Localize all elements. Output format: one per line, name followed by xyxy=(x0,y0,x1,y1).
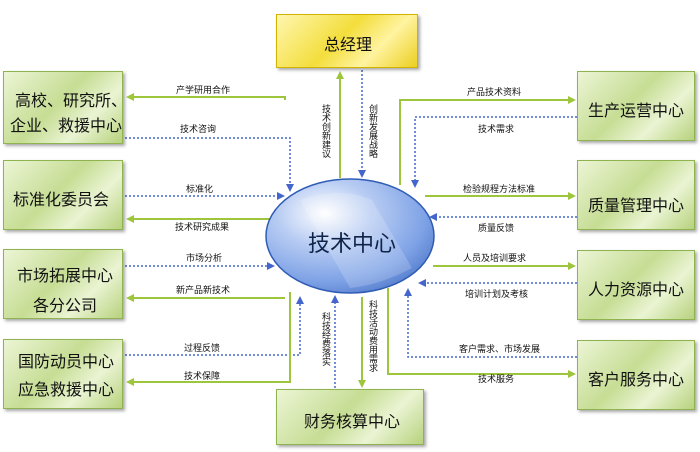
arrow-process-feedback xyxy=(125,296,304,356)
hr-box: 人力资源中心 xyxy=(577,250,695,320)
arrow-tech-demand xyxy=(411,116,577,188)
quality-box: 质量管理中心 xyxy=(577,160,695,230)
center-ellipse xyxy=(265,178,435,294)
universities-box: 高校、研究所、 企业、救援中心 xyxy=(3,71,127,144)
arrow-product-tech-data xyxy=(399,96,576,185)
label-new-product-tech: 新产品新技术 xyxy=(176,286,231,296)
arrow-tech-support xyxy=(126,292,291,386)
finance-label: 财务核算中心 xyxy=(304,412,401,431)
hr-label: 人力资源中心 xyxy=(588,280,685,299)
label-process-feedback: 过程反馈 xyxy=(184,344,221,354)
label-inspection-std: 检验规程方法标准 xyxy=(463,185,536,195)
label-tech-consult: 技术咨询 xyxy=(180,125,217,135)
production-box: 生产运营中心 xyxy=(577,71,695,141)
universities-line2: 企业、救援中心 xyxy=(10,116,123,135)
universities-line1: 高校、研究所、 xyxy=(15,91,128,110)
label-market-analysis: 市场分析 xyxy=(186,254,223,264)
label-innovation-suggestion: 技术创新建议 xyxy=(320,104,330,158)
market-line1: 市场拓展中心 xyxy=(17,266,114,285)
arrow-tech-service xyxy=(387,288,576,378)
label-standardization: 标准化 xyxy=(186,185,214,195)
arrow-tech-consult xyxy=(125,137,294,192)
label-quality-feedback: 质量反馈 xyxy=(478,224,515,234)
standardization-box: 标准化委员会 xyxy=(3,160,123,230)
defense-box: 国防动员中心 应急救援中心 xyxy=(3,339,123,409)
market-box: 市场拓展中心 各分公司 xyxy=(3,249,123,319)
label-research-results: 技术研究成果 xyxy=(175,223,230,233)
ellipse-highlight xyxy=(300,193,412,288)
standardization-label: 标准化委员会 xyxy=(13,190,110,209)
arrow-customer-demand xyxy=(404,288,577,358)
arrow-industry-research xyxy=(126,93,286,101)
label-customer-demand: 客户需求、市场发展 xyxy=(459,345,541,355)
label-funding-implement: 科技经费落实 xyxy=(320,312,330,366)
right-arrows xyxy=(387,96,577,378)
label-tech-service: 技术服务 xyxy=(478,375,515,385)
left-arrows xyxy=(125,93,304,386)
label-innovation-strategy: 创新发展战略 xyxy=(367,104,377,158)
general-manager-label: 总经理 xyxy=(324,35,373,54)
general-manager-box: 总经理 xyxy=(276,14,418,68)
defense-line1: 国防动员中心 xyxy=(18,352,115,371)
label-training-plan: 培训计划及考核 xyxy=(465,290,529,300)
label-tech-demand: 技术需求 xyxy=(478,125,515,135)
finance-box: 财务核算中心 xyxy=(276,389,424,445)
label-industry-research: 产学研用合作 xyxy=(176,86,231,96)
label-staff-training-req: 人员及培训要求 xyxy=(463,254,527,264)
customer-label: 客户服务中心 xyxy=(588,370,685,389)
quality-label: 质量管理中心 xyxy=(588,196,685,215)
center-label: 技术中心 xyxy=(308,232,397,257)
customer-box: 客户服务中心 xyxy=(577,340,695,410)
defense-line2: 应急救援中心 xyxy=(18,380,115,399)
production-label: 生产运营中心 xyxy=(588,101,685,120)
label-tech-support: 技术保障 xyxy=(184,372,221,382)
label-product-tech-data: 产品技术资料 xyxy=(467,88,522,98)
vertical-arrows xyxy=(331,70,366,388)
market-line2: 各分公司 xyxy=(33,296,98,315)
label-activity-funding: 科技活动费用需求 xyxy=(367,300,377,372)
